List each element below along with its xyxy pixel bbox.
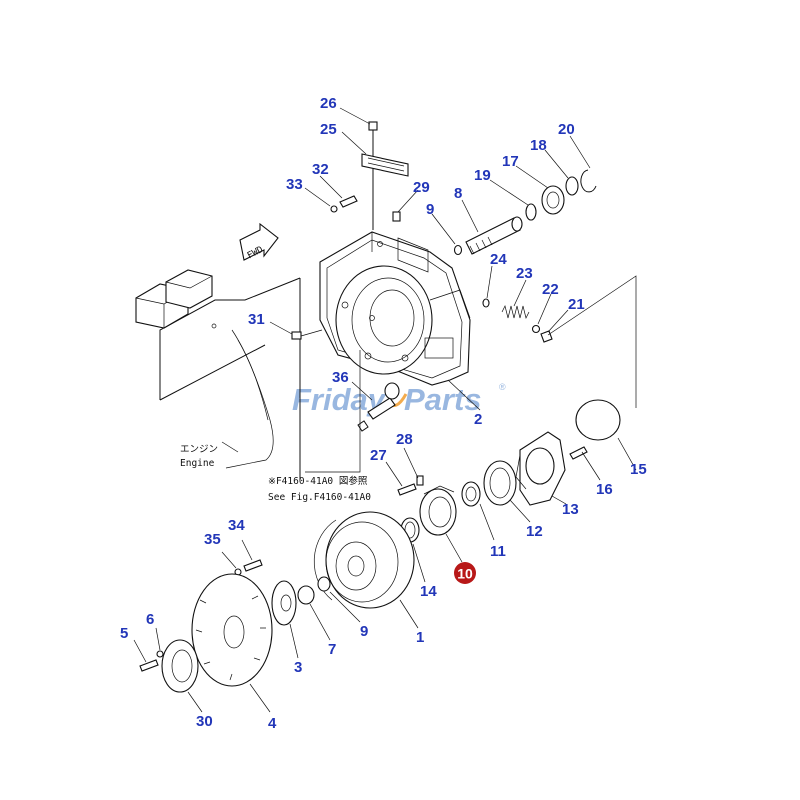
- callout-29: 29: [413, 179, 430, 196]
- part-20-snap-ring: [580, 169, 597, 193]
- part-13-flange: [515, 431, 566, 506]
- callout-labels: 26 25 32 33 29 9 8 19 17 18 20 24 23 22 …: [120, 95, 647, 732]
- bracket-right: [547, 275, 637, 408]
- part-33-washer: [330, 205, 338, 213]
- part-25-plate: [361, 153, 409, 177]
- callout-10: 10: [457, 566, 473, 582]
- callout-15: 15: [630, 461, 647, 478]
- highlight-badge: [454, 562, 476, 584]
- part-5-bolt: [139, 659, 159, 672]
- callout-35: 35: [204, 531, 221, 548]
- callout-32: 32: [312, 161, 329, 178]
- callout-24: 24: [490, 251, 507, 268]
- callout-6: 6: [146, 611, 154, 628]
- leader-lines: [133, 107, 637, 713]
- engine-label-en: Engine: [180, 458, 215, 469]
- part-18-ring: [565, 176, 579, 196]
- callout-11: 11: [490, 543, 506, 560]
- callout-4: 4: [268, 715, 277, 732]
- part-29-plug: [392, 211, 401, 222]
- callout-28: 28: [396, 431, 413, 448]
- callout-9-lower: 9: [360, 623, 368, 640]
- engine-outline: [135, 269, 301, 480]
- see-fig-jp: ※F4160-41A0 図参照: [268, 475, 368, 487]
- see-fig-en: See Fig.F4160-41A0: [268, 492, 371, 503]
- part-34-bolt: [243, 559, 263, 572]
- callout-22: 22: [542, 281, 559, 298]
- callout-10-highlight[interactable]: 10: [454, 562, 476, 584]
- callout-33: 33: [286, 176, 303, 193]
- callout-2: 2: [474, 411, 482, 428]
- callout-27: 27: [370, 447, 387, 464]
- callout-25: 25: [320, 121, 337, 138]
- flywheel-housing: [319, 231, 471, 386]
- callout-26: 26: [320, 95, 337, 112]
- part-4-drive-plate: [191, 573, 273, 687]
- part-1-torque-converter: [313, 511, 415, 609]
- part-9-oring-lower: [317, 576, 331, 592]
- part-12-bearing: [483, 460, 517, 506]
- callout-17: 17: [502, 153, 519, 170]
- part-17-bearing: [541, 185, 565, 215]
- part-36-tip: [357, 420, 369, 432]
- callout-16: 16: [596, 481, 613, 498]
- engine-label-jp: エンジン: [180, 444, 218, 455]
- part-26-bolt: [368, 121, 378, 230]
- callout-23: 23: [516, 265, 533, 282]
- part-7-ring: [297, 585, 315, 605]
- part-23-spring: [501, 304, 530, 320]
- part-36-bolt: [367, 382, 400, 420]
- fwd-arrow: FWD: [239, 222, 279, 261]
- part-9-oring-upper: [453, 244, 463, 256]
- callout-5: 5: [120, 625, 128, 642]
- part-31-bolt: [291, 329, 323, 340]
- part-22-washer: [531, 324, 541, 334]
- callout-12: 12: [526, 523, 543, 540]
- part-24-pin: [482, 298, 490, 308]
- watermark-registered: ®: [499, 382, 506, 392]
- part-11-ring: [461, 481, 481, 507]
- callout-18: 18: [530, 137, 547, 154]
- part-16-bolt: [569, 446, 588, 460]
- part-8-shaft: [465, 216, 523, 255]
- part-15-oring: [575, 399, 621, 441]
- callout-7: 7: [328, 641, 336, 658]
- callout-34: 34: [228, 517, 245, 534]
- part-21-plug: [540, 330, 553, 343]
- part-10-stator: [419, 485, 457, 536]
- watermark-text-2: Parts: [404, 382, 482, 417]
- callout-19: 19: [474, 167, 491, 184]
- callout-36: 36: [332, 369, 349, 386]
- callout-3: 3: [294, 659, 302, 676]
- part-30-ring: [161, 639, 199, 693]
- part-3-hub: [271, 580, 297, 626]
- callout-8: 8: [454, 185, 462, 202]
- part-19-ring: [525, 203, 537, 221]
- callout-1: 1: [416, 629, 424, 646]
- callout-31: 31: [248, 311, 265, 328]
- callout-30: 30: [196, 713, 213, 730]
- part-6-washer: [156, 650, 164, 658]
- part-28-plug: [416, 475, 424, 486]
- callout-14: 14: [420, 583, 437, 600]
- part-32-bolt: [339, 195, 358, 208]
- callout-21: 21: [568, 296, 585, 313]
- callout-9-upper: 9: [426, 201, 434, 218]
- see-fig-bracket: [305, 350, 361, 473]
- part-27-bolt: [397, 483, 417, 496]
- callout-13: 13: [562, 501, 579, 518]
- callout-20: 20: [558, 121, 575, 138]
